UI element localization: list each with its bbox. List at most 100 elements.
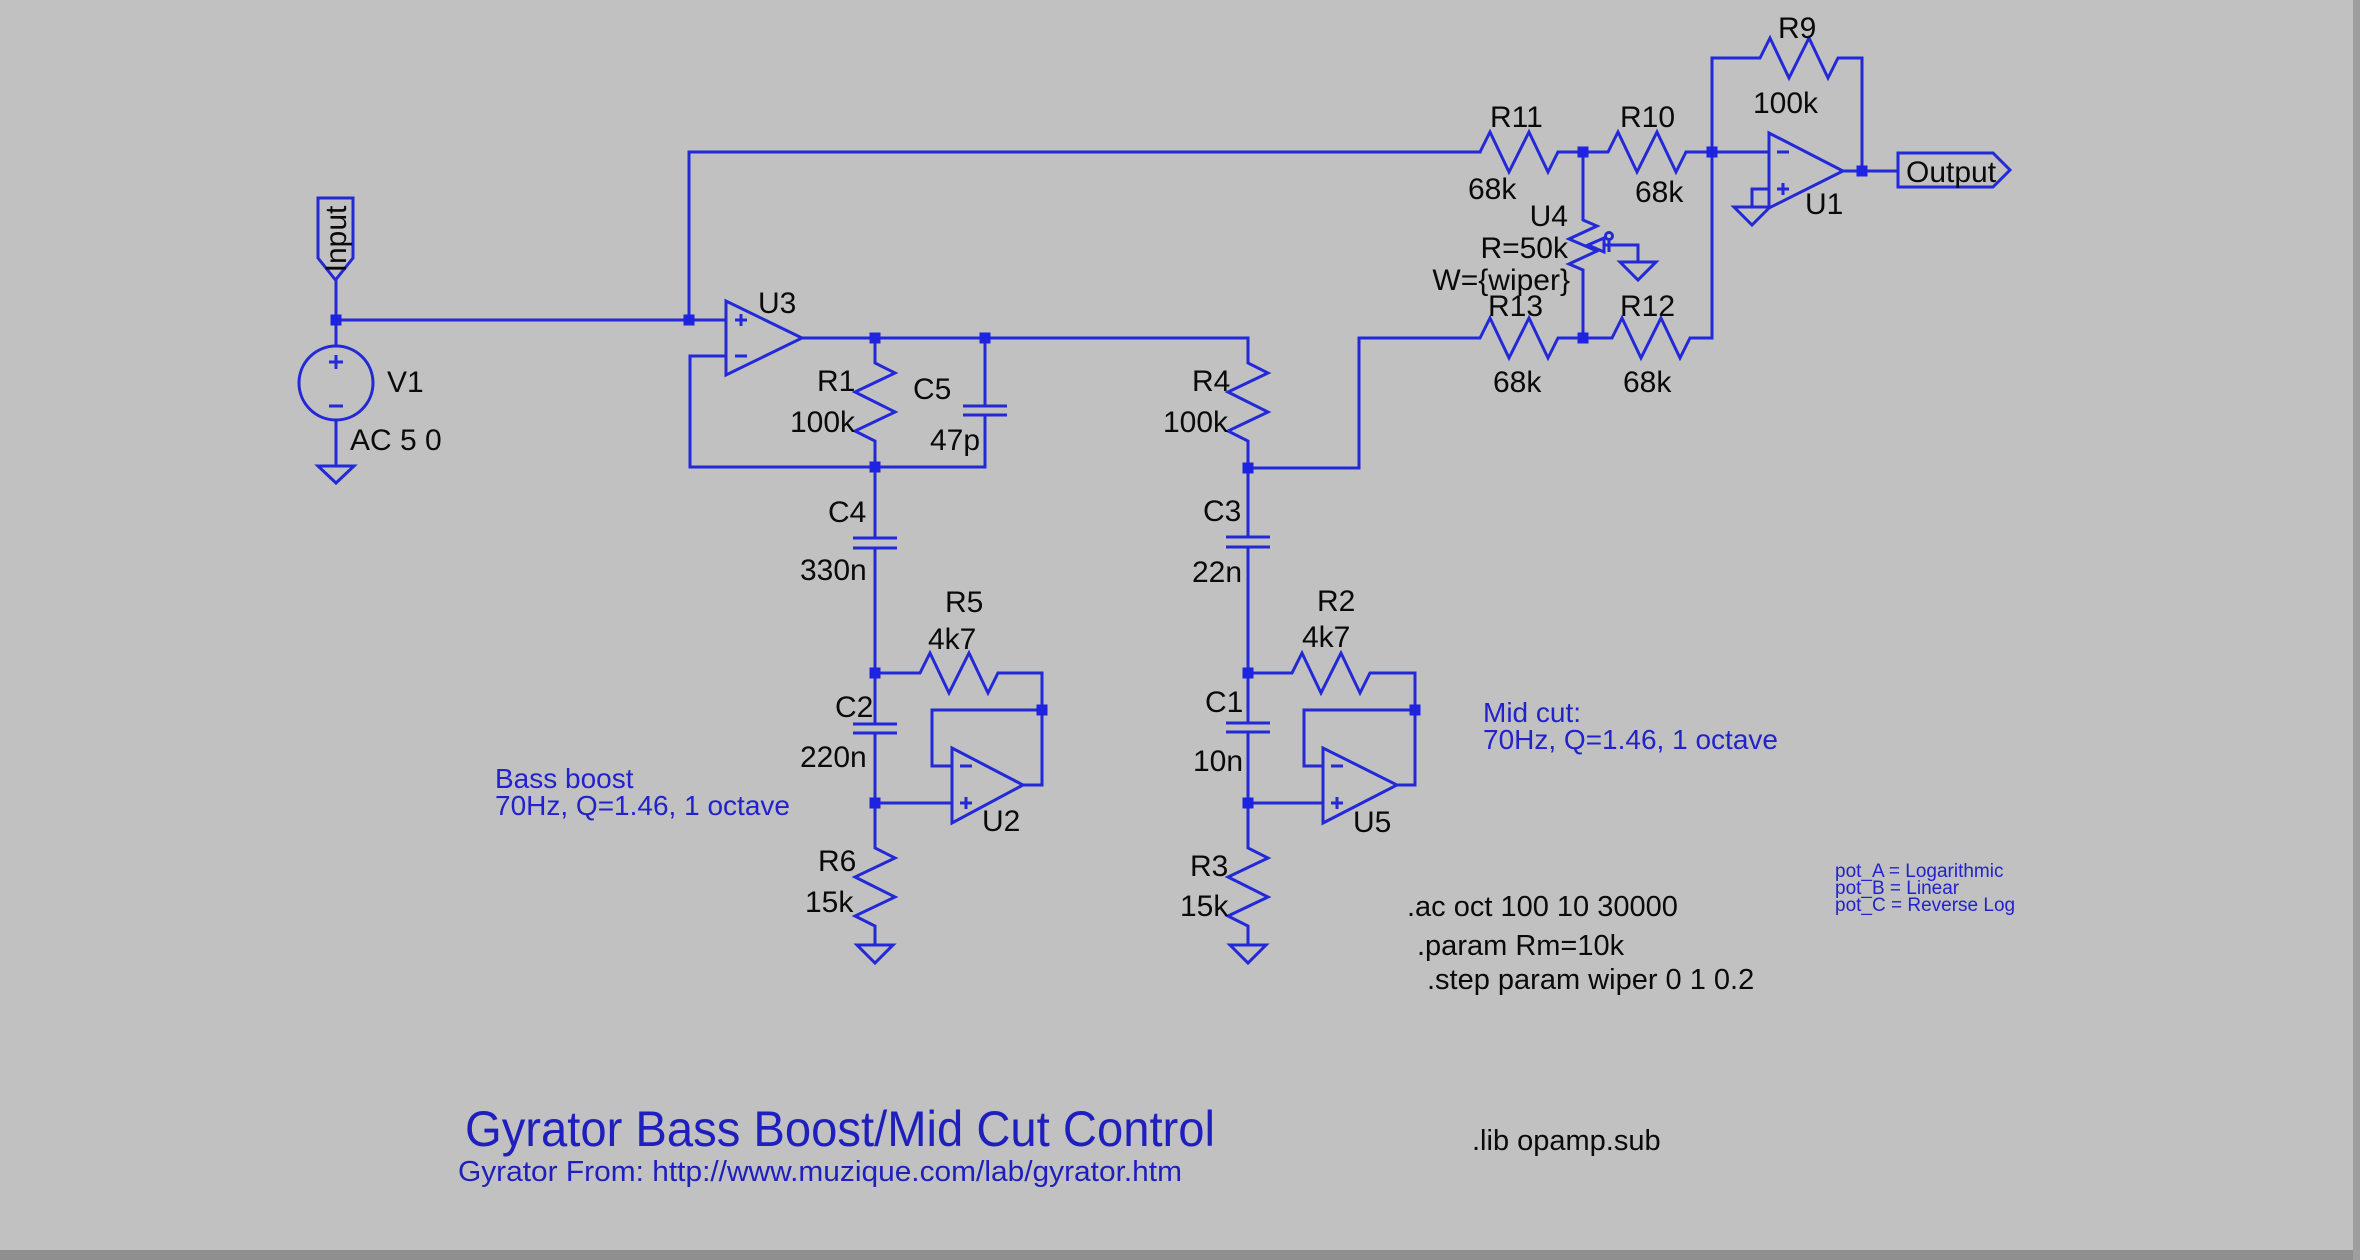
- schematic-title[interactable]: Gyrator Bass Boost/Mid Cut Control: [465, 1101, 1215, 1157]
- label-C4-value[interactable]: 330n: [800, 554, 867, 587]
- label-R3-name[interactable]: R3: [1190, 850, 1228, 883]
- label-U4-wiper[interactable]: W={wiper}: [1432, 264, 1570, 297]
- net-flags[interactable]: Input Output: [316, 151, 2013, 283]
- resistor-R9[interactable]: [1710, 34, 1864, 171]
- mid-cut-note-line2[interactable]: 70Hz, Q=1.46, 1 octave: [1483, 724, 1778, 755]
- resistor-R6[interactable]: [851, 803, 899, 945]
- opamp-U1[interactable]: [1767, 130, 1847, 211]
- ground-icon[interactable]: [853, 943, 897, 966]
- label-C1-value[interactable]: 10n: [1193, 745, 1243, 778]
- capacitor-C3[interactable]: [1226, 468, 1270, 673]
- potentiometer-U4[interactable]: [1565, 152, 1640, 338]
- label-C1-name[interactable]: C1: [1205, 686, 1243, 719]
- label-R9-value[interactable]: 100k: [1753, 87, 1819, 120]
- label-V1-value[interactable]: AC 5 0: [350, 424, 442, 457]
- label-R12-value[interactable]: 68k: [1623, 366, 1672, 399]
- label-C3-name[interactable]: C3: [1203, 495, 1241, 528]
- capacitors[interactable]: [853, 338, 1270, 803]
- spice-directives[interactable]: .ac oct 100 10 30000 .param Rm=10k .step…: [1407, 891, 1754, 1157]
- mid-cut-note-line1[interactable]: Mid cut:: [1483, 697, 1581, 728]
- label-C4-name[interactable]: C4: [828, 496, 866, 529]
- directive-ac[interactable]: .ac oct 100 10 30000: [1407, 891, 1678, 923]
- label-U2-name[interactable]: U2: [982, 805, 1020, 838]
- resistor-R5[interactable]: [875, 649, 1042, 697]
- capacitor-C2[interactable]: [853, 673, 897, 803]
- label-R4-value[interactable]: 100k: [1163, 406, 1229, 439]
- title-block[interactable]: Gyrator Bass Boost/Mid Cut Control Gyrat…: [458, 1101, 1215, 1188]
- label-U5-name[interactable]: U5: [1353, 806, 1391, 839]
- label-R10-value[interactable]: 68k: [1635, 176, 1684, 209]
- ground-symbols[interactable]: [314, 205, 1774, 966]
- label-R11-name[interactable]: R11: [1490, 101, 1543, 134]
- label-R13-name[interactable]: R13: [1488, 290, 1543, 323]
- resistor-R11[interactable]: [1478, 128, 1583, 176]
- resistor-R1[interactable]: [851, 338, 899, 467]
- label-R2-name[interactable]: R2: [1317, 585, 1355, 618]
- ground-icon[interactable]: [314, 464, 358, 486]
- pot-wiper-wire[interactable]: [1602, 243, 1640, 264]
- label-R11-value[interactable]: 68k: [1468, 173, 1517, 206]
- label-R5-value[interactable]: 4k7: [928, 623, 976, 656]
- label-R12-name[interactable]: R12: [1620, 290, 1675, 323]
- resistors[interactable]: [851, 34, 1864, 945]
- input-flag-icon[interactable]: [316, 196, 355, 283]
- label-C2-value[interactable]: 220n: [800, 741, 867, 774]
- label-U4-name[interactable]: U4: [1530, 200, 1568, 233]
- resistor-R3[interactable]: [1224, 803, 1272, 945]
- resistor-R4[interactable]: [1224, 338, 1272, 468]
- label-R4-name[interactable]: R4: [1192, 365, 1230, 398]
- resistor-R10[interactable]: [1583, 128, 1712, 176]
- directive-param[interactable]: .param Rm=10k: [1417, 930, 1625, 962]
- label-C5-name[interactable]: C5: [913, 373, 951, 406]
- wire-r4-to-r13-link[interactable]: [1246, 336, 1361, 470]
- label-R6-name[interactable]: R6: [818, 845, 856, 878]
- bass-boost-note-line1[interactable]: Bass boost: [495, 763, 634, 794]
- wire-u2-minus-loop[interactable]: [930, 708, 1044, 768]
- label-C2-name[interactable]: C2: [835, 691, 873, 724]
- capacitor-C1[interactable]: [1226, 673, 1270, 803]
- label-U3-name[interactable]: U3: [758, 287, 796, 320]
- label-R2-value[interactable]: 4k7: [1302, 621, 1350, 654]
- directive-step[interactable]: .step param wiper 0 1 0.2: [1427, 964, 1754, 996]
- opamp-U5[interactable]: [1321, 745, 1401, 826]
- wire-u3-feedback[interactable]: [688, 354, 987, 469]
- label-U4-resistance[interactable]: R=50k: [1480, 232, 1569, 265]
- opamps[interactable]: [724, 130, 1847, 826]
- component-labels[interactable]: R9 100k R11 68k R10 68k U4 R=50k W={wipe…: [350, 12, 1843, 923]
- annotations[interactable]: Bass boost 70Hz, Q=1.46, 1 octave Mid cu…: [495, 697, 2015, 916]
- input-flag-label[interactable]: Input: [320, 205, 353, 272]
- resistor-R2[interactable]: [1248, 649, 1415, 697]
- wire-u5-minus-loop[interactable]: [1302, 708, 1417, 768]
- capacitor-C4[interactable]: [853, 467, 897, 673]
- label-R1-value[interactable]: 100k: [790, 406, 856, 439]
- pot-note-line2[interactable]: pot_B = Linear: [1835, 878, 1960, 899]
- ground-icon[interactable]: [1226, 943, 1270, 966]
- label-R9-name[interactable]: R9: [1778, 12, 1816, 45]
- label-C5-value[interactable]: 47p: [930, 424, 980, 457]
- opamp-U2[interactable]: [950, 745, 1027, 826]
- voltage-source-V1[interactable]: [297, 344, 375, 422]
- label-R3-value[interactable]: 15k: [1180, 890, 1229, 923]
- label-U1-name[interactable]: U1: [1805, 188, 1843, 221]
- label-R13-value[interactable]: 68k: [1493, 366, 1542, 399]
- label-R5-name[interactable]: R5: [945, 586, 983, 619]
- ground-icon[interactable]: [1730, 205, 1774, 228]
- capacitor-C5[interactable]: [963, 338, 1007, 467]
- wire-u1-plus-ground-lead[interactable]: [1750, 187, 1771, 209]
- label-C3-value[interactable]: 22n: [1192, 556, 1242, 589]
- ground-icon[interactable]: [1616, 260, 1660, 283]
- resistor-R12[interactable]: [1583, 314, 1712, 362]
- pot-body[interactable]: [1565, 152, 1601, 338]
- bass-boost-note-line2[interactable]: 70Hz, Q=1.46, 1 octave: [495, 790, 790, 821]
- directive-lib[interactable]: .lib opamp.sub: [1472, 1125, 1661, 1157]
- output-flag-icon[interactable]: [1896, 151, 2013, 189]
- opamp-U3[interactable]: [724, 298, 806, 378]
- label-R1-name[interactable]: R1: [817, 365, 855, 398]
- label-R10-name[interactable]: R10: [1620, 101, 1675, 134]
- label-V1-name[interactable]: V1: [387, 366, 424, 399]
- pot-note-line3[interactable]: pot_C = Reverse Log: [1835, 895, 2015, 916]
- output-flag-label[interactable]: Output: [1906, 156, 1997, 189]
- schematic-subtitle[interactable]: Gyrator From: http://www.muzique.com/lab…: [458, 1156, 1182, 1188]
- resistor-R13[interactable]: [1359, 314, 1583, 362]
